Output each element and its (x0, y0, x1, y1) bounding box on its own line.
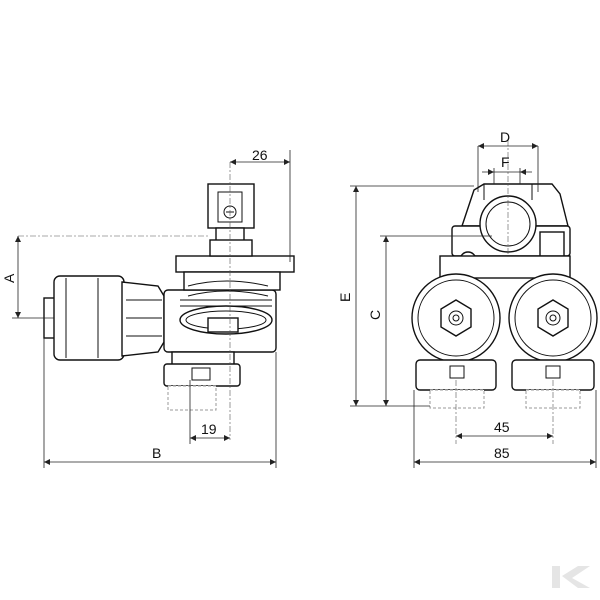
dimension-D: D (477, 129, 539, 192)
dim-45-label: 45 (494, 419, 510, 435)
dim-A-label: A (1, 273, 17, 283)
body-plate (439, 255, 571, 279)
right-nut-hex (537, 299, 569, 337)
dimension-A: A (1, 236, 54, 319)
dim-E-label: E (337, 293, 353, 302)
nut (121, 281, 165, 357)
dimension-45: 45 (456, 419, 553, 439)
side-view (18, 162, 295, 440)
dimension-E: E (337, 185, 474, 407)
top-flange (175, 255, 295, 273)
dim-D-label: D (500, 129, 510, 145)
dimension-85: 85 (413, 390, 597, 468)
dimension-19: 19 (189, 380, 230, 444)
clamp-latch (539, 231, 565, 257)
lower-ghost-fitting (167, 385, 217, 411)
dim-85-label: 85 (494, 445, 510, 461)
left-nut-hex (440, 299, 472, 337)
dim-C-label: C (367, 310, 383, 320)
dimension-C: C (367, 235, 492, 406)
dimension-B: B (43, 338, 277, 468)
cap-base (209, 239, 253, 257)
connector-body (53, 275, 125, 361)
kramp-k-logo-icon (552, 566, 590, 588)
front-view (411, 140, 598, 444)
dimension-F: F (482, 154, 532, 184)
dim-F-label: F (501, 154, 510, 170)
dim-B-label: B (152, 445, 161, 461)
clamp-block (207, 317, 239, 333)
dimension-26: 26 (230, 147, 291, 262)
lower-nut (163, 363, 241, 387)
left-orifice-icon (448, 310, 464, 326)
left-ghost-fitting (429, 389, 485, 409)
dim-19-label: 19 (201, 421, 217, 437)
right-orifice-icon (545, 310, 561, 326)
dim-26-label: 26 (252, 147, 268, 163)
